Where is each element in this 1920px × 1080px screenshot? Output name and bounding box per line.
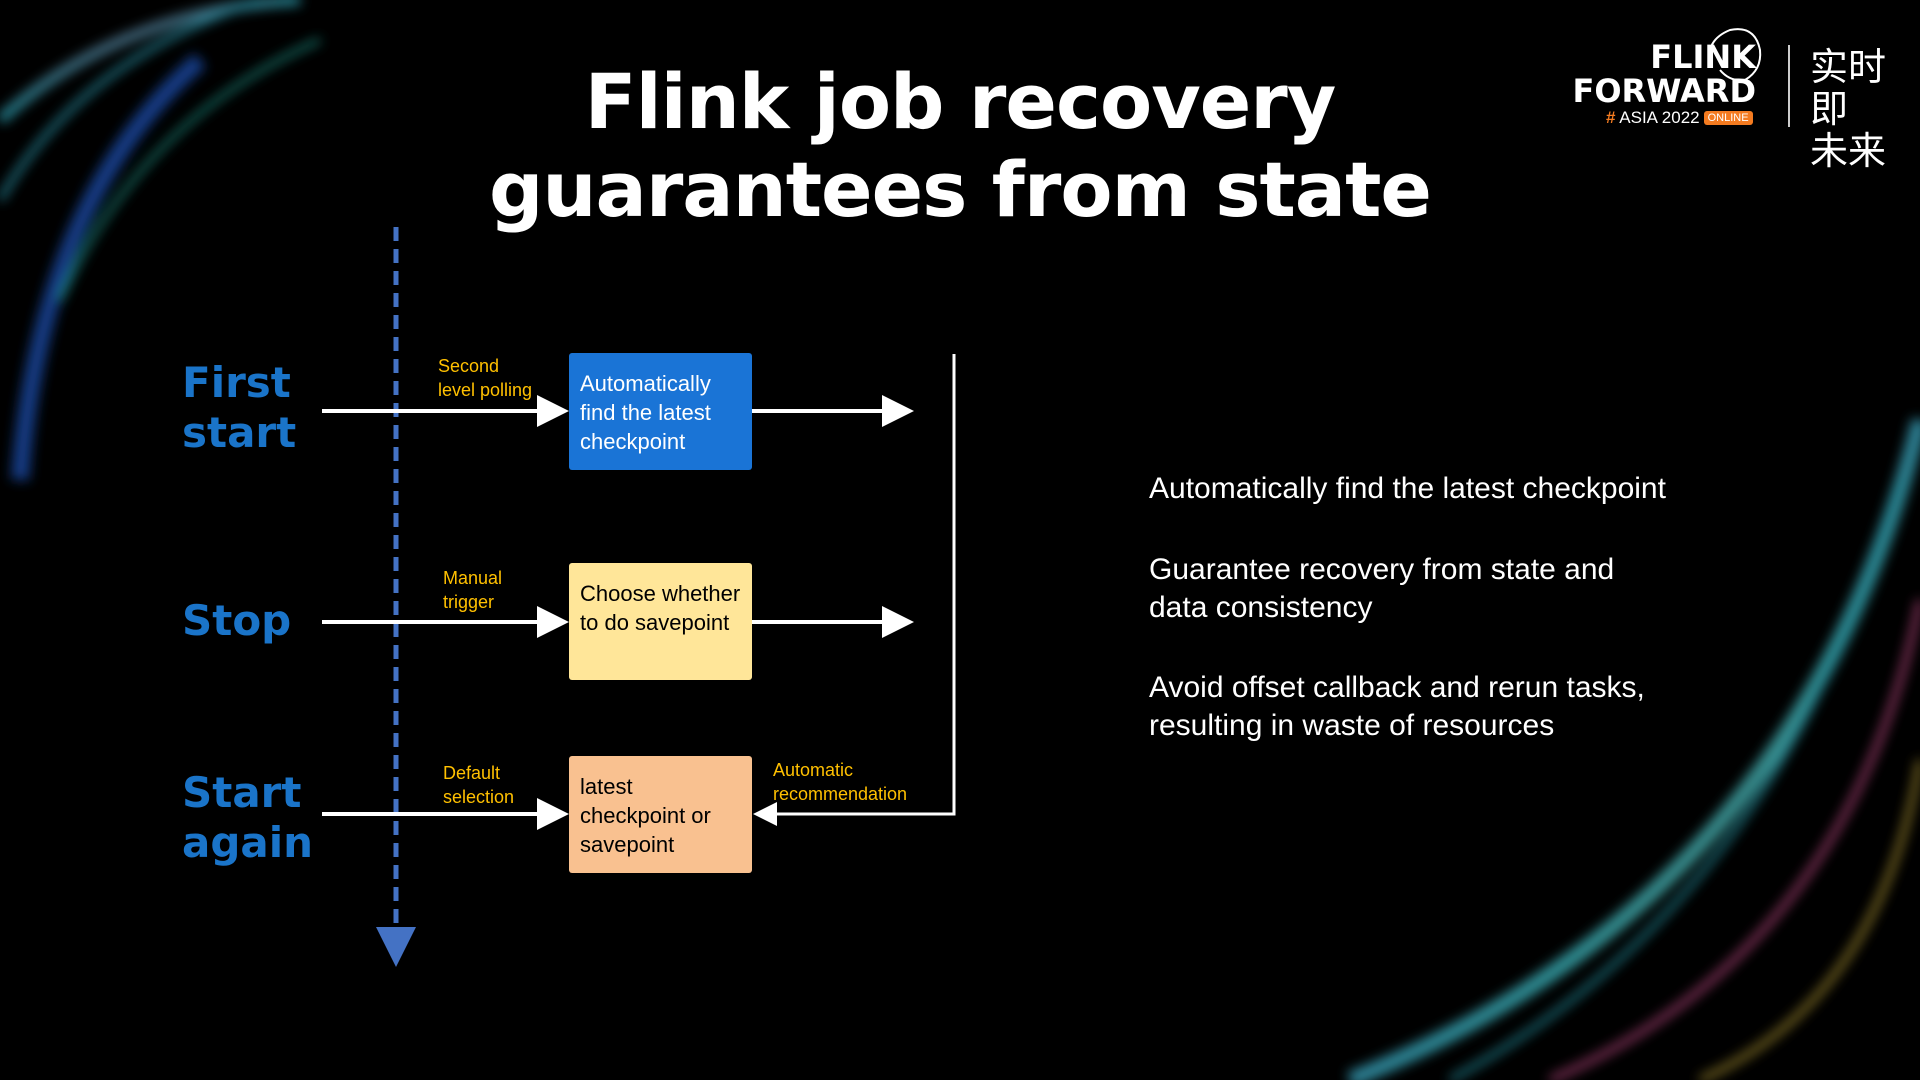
feedback-automatic-recommendation: Automatic recommendation bbox=[773, 758, 907, 806]
point-text: resulting in waste of resources bbox=[1149, 709, 1555, 742]
slide-title: Flink job recovery guarantees from state bbox=[460, 58, 1460, 234]
point-text: Guarantee recovery from state and bbox=[1149, 553, 1615, 586]
online-badge: ONLINE bbox=[1703, 111, 1753, 125]
stage-label: First bbox=[182, 358, 291, 407]
trigger-text: level polling bbox=[438, 380, 533, 400]
trigger-manual: Manual trigger bbox=[443, 566, 502, 614]
logo-forward: FORWARD bbox=[1572, 72, 1756, 110]
logo-hash: # bbox=[1606, 108, 1616, 127]
stage-label: Start bbox=[182, 768, 302, 817]
logo-chinese-1: 实时即 bbox=[1810, 45, 1887, 131]
point-3: Avoid offset callback and rerun tasks, re… bbox=[1149, 669, 1749, 745]
feedback-text: recommendation bbox=[773, 784, 908, 804]
stage-label: again bbox=[182, 818, 314, 867]
box-choose-savepoint: Choose whether to do savepoint bbox=[569, 563, 752, 680]
trigger-text: Default bbox=[443, 763, 501, 783]
logo-chinese-2: 未来 bbox=[1810, 129, 1887, 173]
squirrel-icon bbox=[1708, 28, 1762, 82]
trigger-text: selection bbox=[443, 787, 515, 807]
trigger-text: Manual bbox=[443, 568, 503, 588]
box-latest-checkpoint-or-savepoint: latest checkpoint or savepoint bbox=[569, 756, 752, 873]
trigger-default-selection: Default selection bbox=[443, 761, 514, 809]
trigger-text: Second bbox=[438, 356, 500, 376]
box-find-latest-checkpoint: Automatically find the latest checkpoint bbox=[569, 353, 752, 470]
trigger-second-level-polling: Second level polling bbox=[438, 354, 532, 402]
stage-label: Stop bbox=[182, 596, 292, 645]
point-2: Guarantee recovery from state and data co… bbox=[1149, 551, 1749, 627]
trigger-text: trigger bbox=[443, 592, 495, 612]
stage-label: start bbox=[182, 408, 297, 457]
point-text: Avoid offset callback and rerun tasks, bbox=[1149, 671, 1645, 704]
point-text: Automatically find the latest checkpoint bbox=[1149, 472, 1666, 505]
stage-stop: Stop bbox=[182, 596, 291, 646]
title-line-1: Flink job recovery bbox=[584, 57, 1337, 146]
feedback-line bbox=[753, 354, 956, 826]
logo-flink: FLINK bbox=[1650, 38, 1756, 76]
logo-event: ASIA 2022 bbox=[1619, 108, 1700, 127]
logo-divider bbox=[1788, 45, 1790, 127]
point-1: Automatically find the latest checkpoint bbox=[1149, 470, 1749, 508]
point-text: data consistency bbox=[1149, 591, 1373, 624]
title-line-2: guarantees from state bbox=[489, 145, 1432, 234]
feedback-text: Automatic bbox=[773, 760, 854, 780]
